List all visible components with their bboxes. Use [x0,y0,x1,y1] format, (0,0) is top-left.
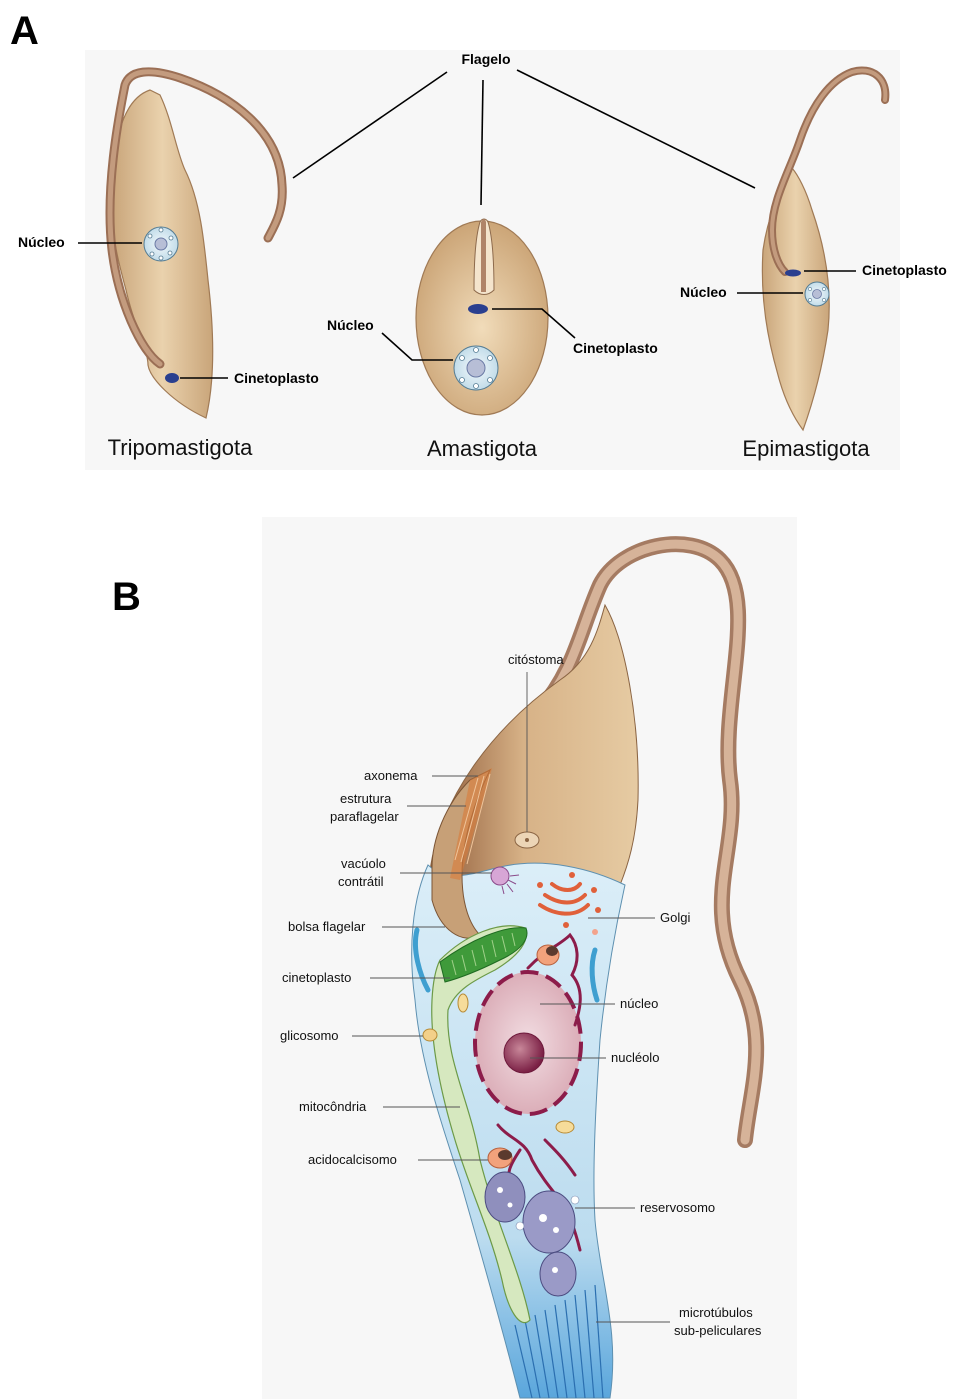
epimastigote-name: Epimastigota [742,436,870,461]
trypomastigote-nucleus-label: Núcleo [18,234,65,250]
epimastigote-nucleus [805,282,829,306]
glycosome-2 [458,994,468,1012]
panel-a-letter: A [10,9,39,53]
cytostome-label: citóstoma [508,652,564,667]
epimastigote-nucleus-label: Núcleo [680,284,727,300]
amastigote-kinetoplast-label: Cinetoplasto [573,340,658,356]
amastigote-cell [416,219,548,415]
contractile-vacuole-label-2: contrátil [338,874,384,889]
reservosome [523,1191,575,1253]
flagellar-pocket-label: bolsa flagelar [288,919,366,934]
reservosome-label: reservosomo [640,1200,715,1215]
amastigote-flagellum [481,219,486,292]
contractile-vacuole-label-1: vacúolo [341,856,386,871]
nucleus [475,972,581,1114]
trypomastigote-kinetoplast-label: Cinetoplasto [234,370,319,386]
trypomastigote-nucleus [144,227,178,261]
axoneme-label: axonema [364,768,418,783]
acidocalcisome-label: acidocalcisomo [308,1152,397,1167]
mitochondrion-label: mitocôndria [299,1099,367,1114]
panel-b: B [112,517,797,1399]
nucleolus [504,1033,544,1073]
nucleolus-label: nucléolo [611,1050,659,1065]
panel-a: A Flagelo Núcleo Cinetoplasto [10,9,947,470]
epimastigote-kinetoplast-label: Cinetoplasto [862,262,947,278]
trypomastigote-kinetoplast [165,373,179,383]
nucleus-label: núcleo [620,996,658,1011]
glycosome [423,1029,437,1041]
microtubules-label-2: sub-peliculares [674,1323,762,1338]
epimastigote-kinetoplast [785,270,801,277]
paraflagellar-label-2: paraflagelar [330,809,399,824]
glycosome-label: glicosomo [280,1028,339,1043]
panel-b-letter: B [112,575,141,619]
microtubules-label-1: microtúbulos [679,1305,753,1320]
flagellum-label: Flagelo [461,51,510,67]
golgi-label: Golgi [660,910,690,925]
amastigote-nucleus [454,346,498,390]
paraflagellar-label-1: estrutura [340,791,392,806]
amastigote-nucleus-label: Núcleo [327,317,374,333]
trypomastigote-name: Tripomastigota [108,435,253,460]
amastigote-name: Amastigota [427,436,538,461]
amastigote-kinetoplast [468,304,488,314]
glycosome-3 [556,1121,574,1133]
kinetoplast-label: cinetoplasto [282,970,351,985]
